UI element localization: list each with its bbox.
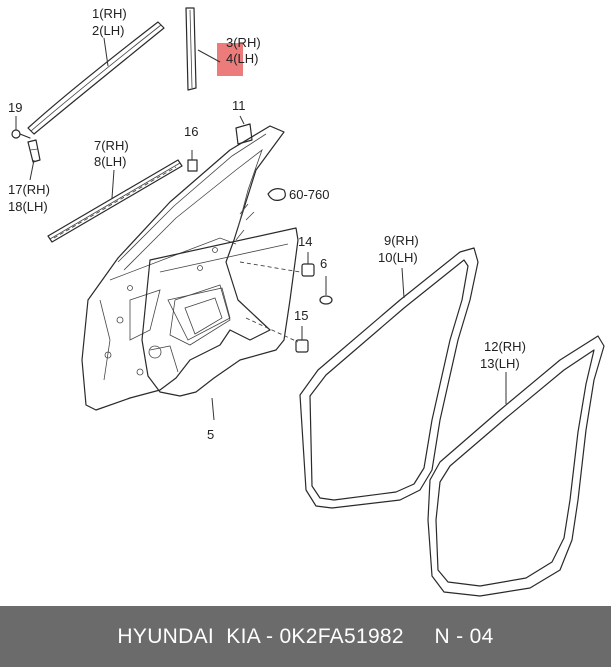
highlight-marker bbox=[217, 43, 243, 76]
leader-17-18 bbox=[29, 159, 35, 181]
label-part-6: 6 bbox=[320, 256, 327, 271]
plug-6 bbox=[319, 276, 333, 305]
label-reference: 60-760 bbox=[289, 187, 329, 202]
bracket-17-18 bbox=[27, 139, 41, 163]
leader-1-2 bbox=[103, 37, 109, 67]
leader-3-4 bbox=[197, 49, 221, 63]
grommet-14 bbox=[301, 252, 315, 277]
connector-line bbox=[245, 317, 299, 343]
leader-5 bbox=[211, 397, 215, 421]
leader-9-10 bbox=[401, 267, 405, 299]
label-part-11: 11 bbox=[232, 98, 246, 113]
leader-11 bbox=[239, 115, 245, 125]
label-part-16: 16 bbox=[184, 124, 198, 139]
clip-19 bbox=[11, 129, 31, 139]
part-number-text: HYUNDAI KIA - 0K2FA51982 N - 04 bbox=[117, 624, 494, 648]
label-part-19: 19 bbox=[8, 100, 22, 115]
leader-7-8 bbox=[111, 169, 115, 199]
door-parts-diagram: 1(RH) 2(LH) 3(RH) 4(LH) 19 17(RH) 18(LH)… bbox=[8, 6, 605, 597]
connector-line bbox=[239, 261, 301, 273]
label-part-8: 8(LH) bbox=[94, 154, 127, 169]
pad-11 bbox=[235, 123, 253, 145]
label-part-3: 3(RH) bbox=[226, 35, 261, 50]
pillar-strip bbox=[185, 7, 197, 91]
label-part-17: 17(RH) bbox=[8, 182, 50, 197]
door-frame bbox=[81, 125, 285, 411]
belt-molding-strip bbox=[47, 159, 183, 243]
label-part-10: 10(LH) bbox=[378, 250, 418, 265]
part-number-footer: HYUNDAI KIA - 0K2FA51982 N - 04 bbox=[0, 606, 611, 667]
label-part-5: 5 bbox=[207, 427, 214, 442]
body-weatherstrip bbox=[427, 335, 605, 597]
label-part-14: 14 bbox=[298, 234, 312, 249]
roof-molding-strip bbox=[27, 21, 165, 135]
label-part-9: 9(RH) bbox=[384, 233, 419, 248]
label-part-13: 13(LH) bbox=[480, 356, 520, 371]
label-part-2: 2(LH) bbox=[92, 23, 125, 38]
door-weatherstrip bbox=[299, 247, 479, 509]
label-part-12: 12(RH) bbox=[484, 339, 526, 354]
label-part-18: 18(LH) bbox=[8, 199, 48, 214]
clip-16 bbox=[187, 150, 198, 172]
grommet-15 bbox=[295, 326, 309, 353]
reference-arrow-icon bbox=[267, 188, 286, 201]
label-part-4: 4(LH) bbox=[226, 51, 259, 66]
label-part-15: 15 bbox=[294, 308, 308, 323]
door-trim-panel bbox=[141, 227, 299, 397]
label-part-1: 1(RH) bbox=[92, 6, 127, 21]
label-part-7: 7(RH) bbox=[94, 138, 129, 153]
